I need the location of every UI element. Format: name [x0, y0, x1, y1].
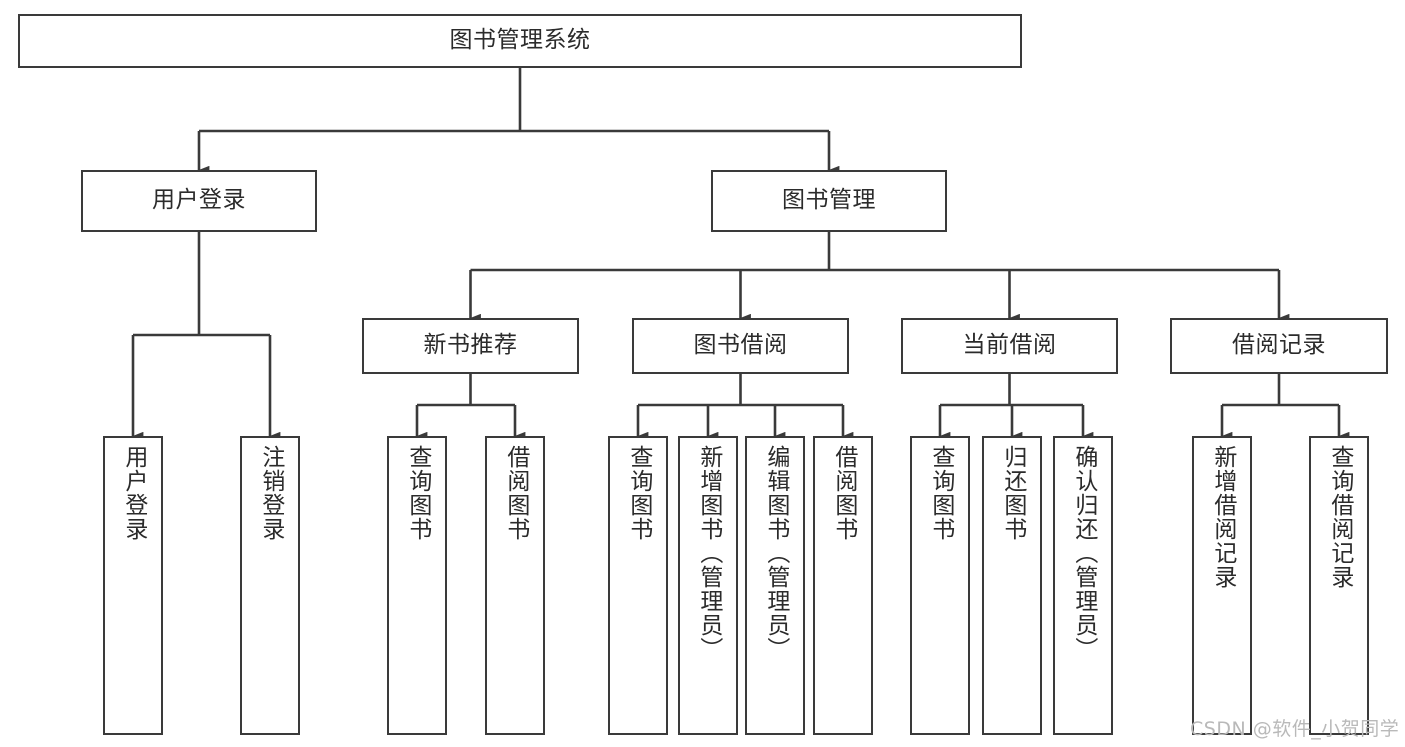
- leaf-user-logout[interactable]: 注销登录: [240, 436, 300, 735]
- node-book-borrow[interactable]: 图书借阅: [632, 318, 849, 374]
- node-label: 图书管理: [782, 187, 876, 214]
- node-book-management[interactable]: 图书管理: [711, 170, 947, 232]
- watermark-credit: CSDN @软件_小贺同学: [1190, 718, 1400, 740]
- leaf-query-borrow-record[interactable]: 查询借阅记录: [1309, 436, 1369, 735]
- node-label: 借阅记录: [1232, 332, 1326, 359]
- leaf-edit-book-admin[interactable]: 编辑图书（管理员）: [745, 436, 805, 735]
- leaf-query-book-current[interactable]: 查询图书: [910, 436, 970, 735]
- node-label: 确认归还（管理员）: [1070, 445, 1097, 661]
- leaf-add-book-admin[interactable]: 新增图书（管理员）: [678, 436, 738, 735]
- node-label: 归还图书: [999, 445, 1026, 541]
- node-label: 新增借阅记录: [1209, 445, 1236, 589]
- node-label: 当前借阅: [962, 332, 1057, 359]
- leaf-return-book[interactable]: 归还图书: [982, 436, 1042, 735]
- leaf-user-login[interactable]: 用户登录: [103, 436, 163, 735]
- node-label: 查询借阅记录: [1326, 445, 1353, 589]
- leaf-borrow-book-recommend[interactable]: 借阅图书: [485, 436, 545, 735]
- node-label: 注销登录: [257, 445, 284, 541]
- node-borrow-record[interactable]: 借阅记录: [1170, 318, 1388, 374]
- node-label: 图书管理系统: [449, 27, 591, 54]
- node-label: 用户登录: [152, 187, 246, 214]
- node-new-book-recommend[interactable]: 新书推荐: [362, 318, 579, 374]
- leaf-borrow-book-borrow[interactable]: 借阅图书: [813, 436, 873, 735]
- node-label: 查询图书: [927, 445, 954, 541]
- node-label: 查询图书: [404, 445, 431, 541]
- node-label: 查询图书: [625, 445, 652, 541]
- leaf-query-book-borrow[interactable]: 查询图书: [608, 436, 668, 735]
- node-label: 编辑图书（管理员）: [762, 445, 789, 661]
- node-label: 用户登录: [120, 445, 147, 541]
- leaf-confirm-return-admin[interactable]: 确认归还（管理员）: [1053, 436, 1113, 735]
- node-label: 图书借阅: [693, 332, 788, 359]
- node-user-login[interactable]: 用户登录: [81, 170, 317, 232]
- node-root-system[interactable]: 图书管理系统: [18, 14, 1022, 68]
- node-label: 新书推荐: [423, 332, 518, 359]
- node-label: 借阅图书: [830, 445, 857, 541]
- leaf-query-book-recommend[interactable]: 查询图书: [387, 436, 447, 735]
- node-label: 借阅图书: [502, 445, 529, 541]
- leaf-add-borrow-record[interactable]: 新增借阅记录: [1192, 436, 1252, 735]
- node-label: 新增图书（管理员）: [695, 445, 722, 661]
- node-current-borrow[interactable]: 当前借阅: [901, 318, 1118, 374]
